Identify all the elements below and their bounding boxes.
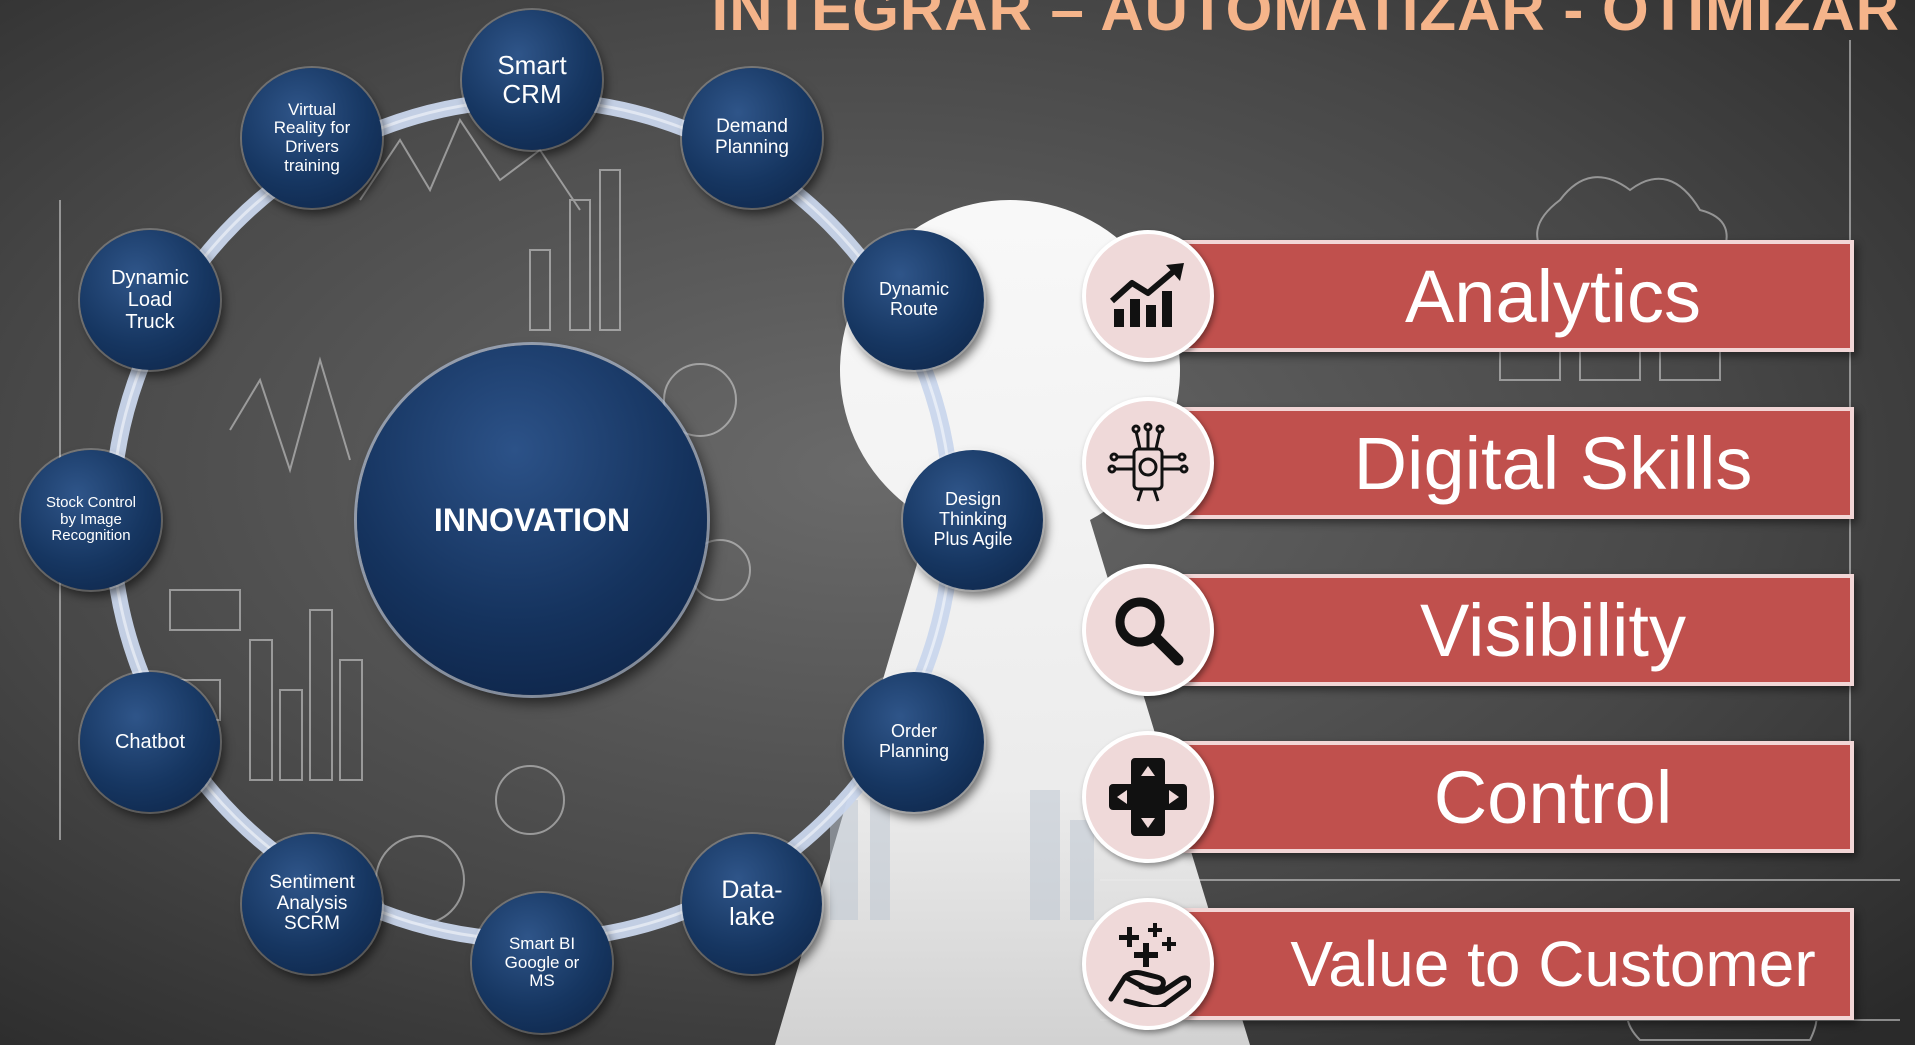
node-label: Smart CRM [497,50,567,109]
node-label: Stock Control by Image Recognition [45,494,137,545]
node-design-thinking: Design Thinking Plus Agile [903,450,1043,590]
icon-circle [1082,397,1214,529]
pillar-label: Control [1182,741,1854,853]
icon-circle [1082,731,1214,863]
node-demand-planning: Demand Planning [682,68,822,208]
pillar-control: Control [1082,723,1872,863]
node-chatbot: Chatbot [80,672,220,812]
growth-chart-icon [1109,263,1184,327]
icon-circle [1082,898,1214,1030]
icon-circle [1082,564,1214,696]
pillar-label: Digital Skills [1182,407,1854,519]
node-label: Dynamic Route [878,279,949,319]
node-stock-control: Stock Control by Image Recognition [21,450,161,590]
pillar-analytics: Analytics [1082,222,1872,362]
gamepad-dpad-icon [1109,758,1187,836]
pillar-digital-skills: Digital Skills [1082,389,1872,529]
node-label: Order Planning [878,721,950,761]
digital-brain-icon [1107,422,1189,502]
node-smart-crm: Smart CRM [462,10,602,150]
node-data-lake: Data-lake [682,834,822,974]
node-label: Design Thinking Plus Agile [933,489,1013,549]
pillar-label: Value to Customer [1182,908,1854,1020]
node-sentiment-analysis: Sentiment Analysis SCRM [242,834,382,974]
innovation-label: INNOVATION [433,501,631,538]
node-label: Demand Planning [715,116,789,158]
node-label: Dynamic Load Truck [111,267,189,333]
innovation-center-node: INNOVATION [357,345,707,695]
node-label: Chatbot [114,731,186,753]
pillar-label: Visibility [1182,574,1854,686]
pillar-value-to-customer: Value to Customer [1082,890,1872,1030]
node-dynamic-route: Dynamic Route [844,230,984,370]
pillar-label: Analytics [1182,240,1854,352]
node-label: Sentiment Analysis SCRM [269,871,355,935]
hand-sparkles-icon [1108,923,1191,1007]
node-label: Virtual Reality for Drivers training [273,99,351,175]
node-smart-bi: Smart BI Google or MS [472,893,612,1033]
node-virtual-reality: Virtual Reality for Drivers training [242,68,382,208]
page-title: INTEGRAR – AUTOMATIZAR - OTIMIZAR [711,0,1900,43]
node-dynamic-load-truck: Dynamic Load Truck [80,230,220,370]
icon-circle [1082,230,1214,362]
magnifier-icon [1115,597,1184,666]
node-order-planning: Order Planning [844,672,984,812]
pillar-visibility: Visibility [1082,556,1872,696]
node-label: Data-lake [721,875,783,931]
node-label: Smart BI Google or MS [504,933,580,991]
